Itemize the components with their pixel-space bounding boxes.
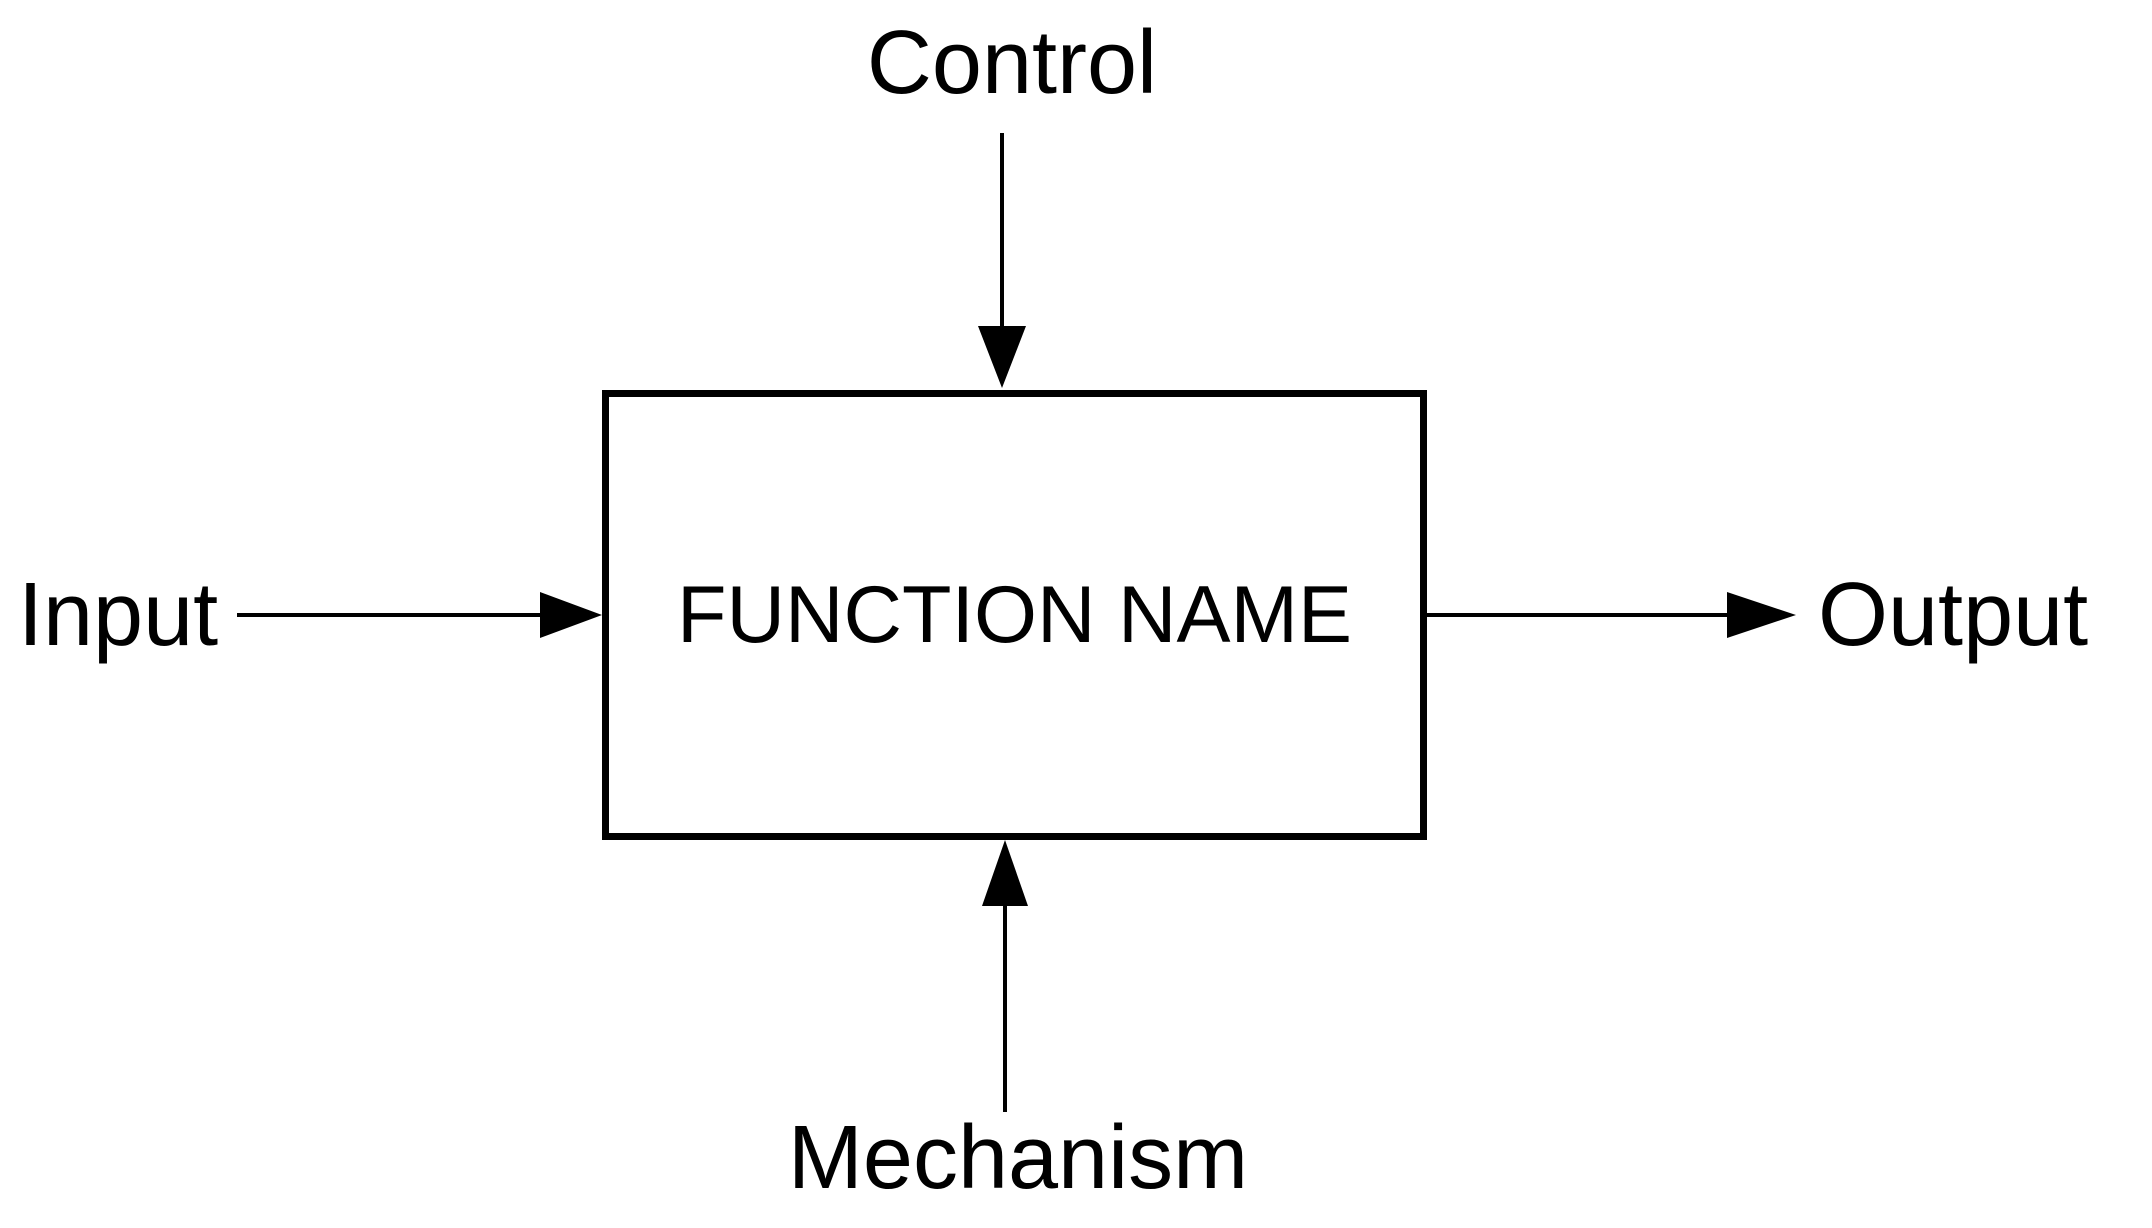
input-arrow-line — [237, 613, 540, 617]
control-arrowhead-icon — [978, 326, 1026, 388]
control-arrow-line — [1000, 133, 1004, 327]
output-label: Output — [1818, 565, 2089, 665]
input-arrowhead-icon — [540, 592, 602, 638]
control-label: Control — [866, 13, 1158, 113]
mechanism-arrowhead-icon — [982, 840, 1028, 906]
output-arrowhead-icon — [1727, 592, 1796, 638]
input-label: Input — [18, 565, 219, 665]
mechanism-arrow-line — [1003, 906, 1007, 1112]
output-arrow-line — [1427, 613, 1727, 617]
mechanism-label: Mechanism — [787, 1108, 1249, 1208]
function-box: FUNCTION NAME — [602, 390, 1427, 840]
function-box-label: FUNCTION NAME — [677, 569, 1352, 660]
